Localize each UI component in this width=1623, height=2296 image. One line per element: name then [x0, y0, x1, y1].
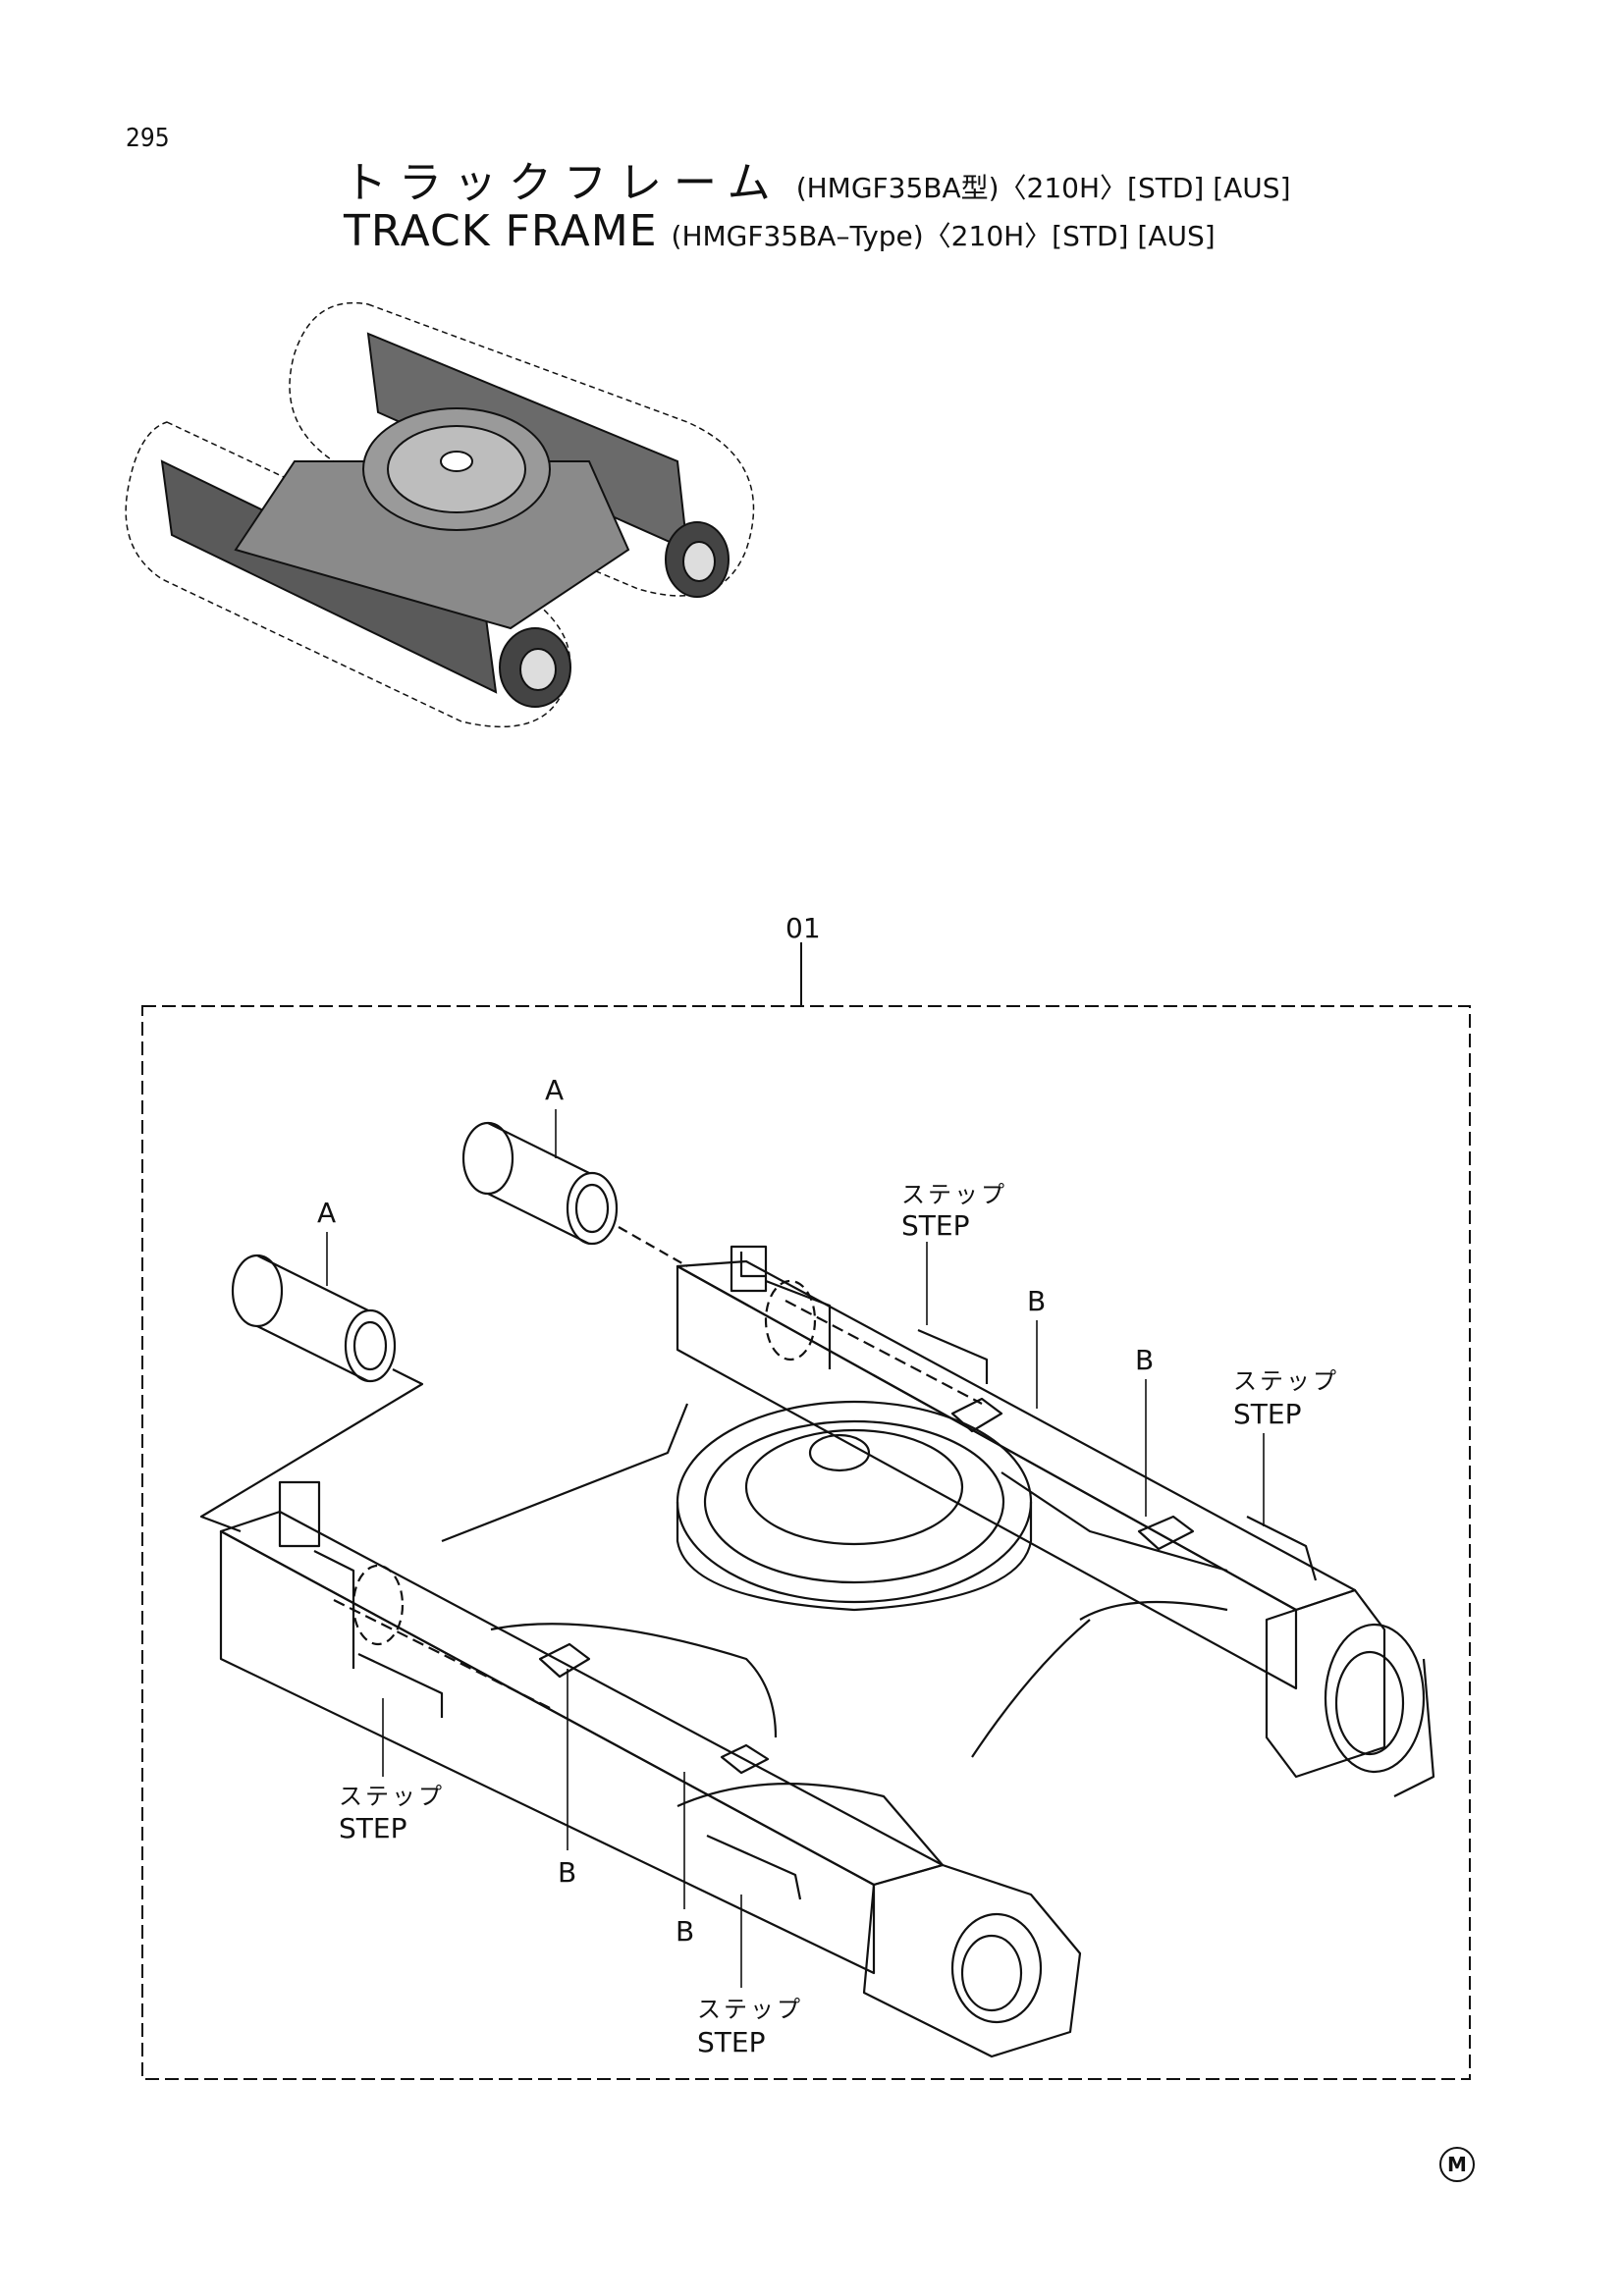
part-number-01: 01	[785, 912, 821, 944]
title-jp-main: トラックフレーム	[344, 158, 783, 208]
label-step-jp-3: ステップ	[339, 1783, 445, 1810]
label-step-en-4: STEP	[697, 2026, 765, 2058]
label-a-left: A	[317, 1197, 336, 1229]
label-leaders	[326, 1109, 1265, 1988]
label-b-1: B	[1027, 1285, 1046, 1317]
label-b-3: B	[558, 1856, 576, 1889]
label-step-jp-2: ステップ	[1233, 1367, 1339, 1395]
corner-mark-m: M	[1439, 2147, 1475, 2182]
label-step-en-3: STEP	[339, 1812, 406, 1844]
label-step-jp-1: ステップ	[901, 1181, 1007, 1208]
label-step-jp-4: ステップ	[697, 1996, 803, 2023]
title-japanese: トラックフレーム (HMGF35BA型)〈210H〉[STD] [AUS]	[344, 147, 1291, 210]
label-step-en-1: STEP	[901, 1209, 969, 1242]
label-a-upper: A	[545, 1074, 564, 1106]
overview-thumbnail	[125, 301, 755, 728]
title-en-sub: (HMGF35BA–Type)〈210H〉[STD] [AUS]	[671, 220, 1216, 252]
track-frame-drawing	[199, 1121, 1435, 2058]
label-b-4: B	[676, 1915, 694, 1948]
label-step-en-2: STEP	[1233, 1398, 1301, 1430]
page-number: 295	[126, 124, 170, 153]
label-b-2: B	[1135, 1344, 1154, 1376]
title-en-main: TRACK FRAME	[344, 206, 658, 256]
title-jp-sub: (HMGF35BA型)〈210H〉[STD] [AUS]	[795, 172, 1291, 204]
part-callout	[141, 942, 1471, 2080]
title-english: TRACK FRAME (HMGF35BA–Type)〈210H〉[STD] [A…	[344, 206, 1216, 256]
